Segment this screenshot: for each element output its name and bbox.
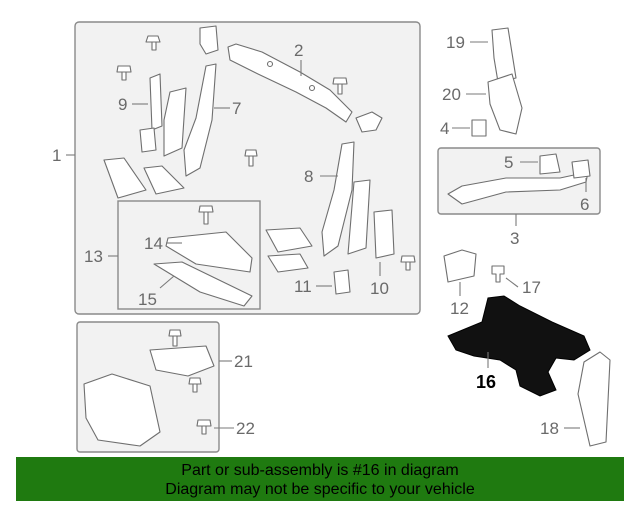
part-6-clip — [571, 159, 591, 179]
bolt — [145, 35, 161, 51]
part-21-bracket — [149, 345, 215, 377]
bracket — [355, 111, 383, 133]
part-7-inner — [163, 87, 187, 157]
bracket — [139, 127, 157, 153]
callout-14: 14 — [144, 234, 163, 253]
part-15-support — [153, 261, 253, 307]
banner-line-disclaimer: Diagram may not be specific to your vehi… — [165, 481, 475, 498]
bracket — [267, 253, 309, 273]
callout-18: 18 — [540, 419, 559, 438]
part-3-bar — [447, 171, 589, 205]
part-4-grommet — [471, 119, 487, 137]
part-11-bracket — [333, 269, 351, 295]
part-20-bracket — [487, 73, 523, 135]
part-2-upper-support — [227, 43, 353, 123]
callout-4: 4 — [440, 119, 449, 138]
callout-5: 5 — [504, 153, 513, 172]
callout-2: 2 — [294, 41, 303, 60]
part-22-bolt — [196, 419, 212, 435]
part-10-bracket — [373, 209, 395, 259]
callout-1: 1 — [52, 146, 61, 165]
part-8-side-support — [321, 141, 355, 257]
bolt — [116, 65, 132, 81]
leader-17 — [505, 277, 519, 288]
callout-20: 20 — [442, 85, 461, 104]
callout-15: 15 — [138, 290, 157, 309]
callout-7: 7 — [232, 99, 241, 118]
bracket — [199, 25, 219, 55]
part-12-bracket — [443, 249, 477, 283]
callout-21: 21 — [234, 352, 253, 371]
leader-15 — [159, 275, 175, 289]
bolt — [198, 205, 214, 225]
callout-8: 8 — [304, 167, 313, 186]
bolt — [244, 149, 258, 167]
callout-13: 13 — [84, 247, 103, 266]
callout-11: 11 — [294, 277, 312, 296]
bracket — [347, 179, 371, 255]
bolt — [188, 377, 202, 393]
part-17-clip — [491, 265, 505, 283]
bolt — [332, 77, 348, 95]
callout-6: 6 — [580, 195, 589, 214]
part-5-clip — [539, 153, 561, 175]
bracket — [143, 165, 185, 195]
bolt — [400, 255, 416, 271]
bracket — [265, 227, 313, 253]
part-18-bracket — [577, 351, 611, 447]
part-16-lower-support-assembly — [447, 295, 591, 397]
part-2-hole — [308, 84, 316, 92]
banner-line-part: Part or sub-assembly is #16 in diagram — [181, 462, 459, 479]
part-21-reservoir — [83, 373, 161, 447]
part-2-hole — [266, 60, 274, 68]
callout-3: 3 — [510, 229, 519, 248]
part-14-support — [165, 231, 253, 273]
info-banner: Part or sub-assembly is #16 in diagram D… — [16, 457, 624, 501]
callout-17: 17 — [522, 278, 541, 297]
callout-22: 22 — [236, 419, 255, 438]
callout-10: 10 — [370, 279, 389, 298]
bracket — [103, 157, 147, 199]
callout-12: 12 — [450, 299, 469, 318]
callout-9: 9 — [118, 95, 127, 114]
part-9-bracket — [149, 73, 163, 131]
part-7-side-support — [183, 63, 217, 177]
bolt — [168, 329, 182, 347]
callout-16: 16 — [476, 372, 496, 392]
callout-19: 19 — [446, 33, 465, 52]
